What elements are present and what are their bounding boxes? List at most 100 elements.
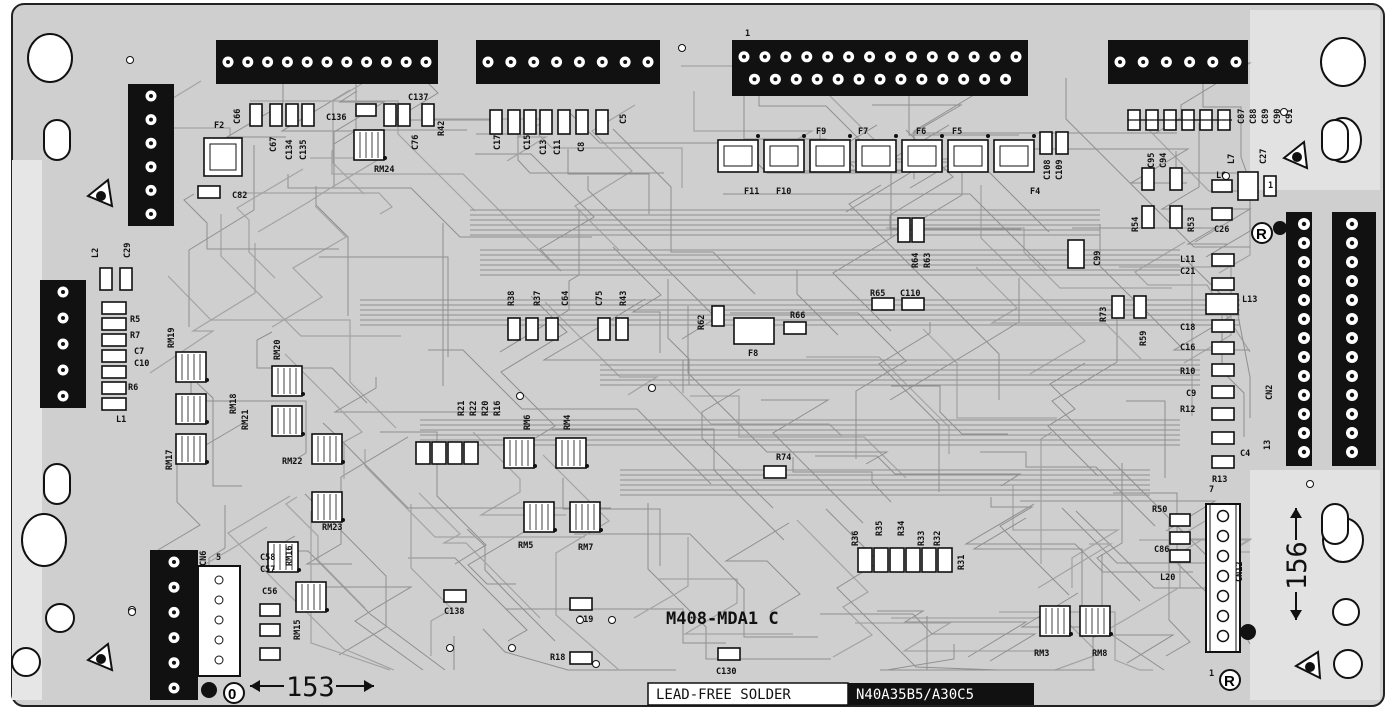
c76-cap [397,103,411,127]
footer-left-text: LEAD-FREE SOLDER [656,687,791,703]
pin1-dot [894,134,898,138]
r3x-res-4 [921,547,937,573]
pin1-dot [1069,632,1073,636]
rm4-array [555,437,587,469]
rm23-array [311,491,343,523]
pin13-cn2: 13 [1263,440,1273,450]
svg-text:0: 0 [228,686,236,703]
trace [690,395,907,479]
rm3-array [1039,605,1071,637]
r53-res [1169,205,1183,229]
right-col-b-1 [1211,341,1235,355]
component-label-c57: C57 [260,565,275,575]
component-label-r65: R65 [870,289,885,299]
r74-res [763,465,787,479]
left-col-0 [101,301,127,315]
component-label-rm24: RM24 [374,165,394,175]
r3x-res-1 [873,547,889,573]
component-label-l6: L6 [1216,171,1226,181]
mid-row-a-2 [545,317,559,341]
l20-ind [1169,549,1191,563]
component-label-c90: C90 [1273,109,1283,124]
trace [1165,518,1191,657]
trace [542,454,620,671]
trace [1202,65,1251,183]
dim-bottom-value: 153 [286,672,335,703]
component-label-c136: C136 [326,113,346,123]
component-label-c18: C18 [1180,323,1195,333]
l7-inductor [1237,171,1259,201]
trace [1020,500,1217,532]
trace [183,193,339,250]
trace [333,377,501,413]
component-label-rm17: RM17 [165,450,175,470]
component-label-rm21: RM21 [241,410,251,430]
trace [667,279,690,385]
component-label-c108: C108 [1043,160,1053,180]
pin1-dot [205,420,209,424]
trace [825,508,999,671]
connector-left-1 [128,84,174,226]
mounting-hole-br3 [1333,649,1363,679]
component-label-c26: C26 [1214,225,1229,235]
trace [612,246,662,353]
r2x-res-2 [447,441,463,465]
component-label-c15: C15 [523,135,533,150]
left-col-3 [101,349,127,363]
left-col-1 [101,317,127,331]
component-label-r32: R32 [933,531,943,546]
component-label-c17: C17 [493,135,503,150]
left-col-5 [101,381,127,395]
r3x-res-0 [857,547,873,573]
mid-row-a-1 [525,317,539,341]
trace [227,495,395,671]
c99-cap [1067,239,1085,269]
pin1-dot [533,464,537,468]
component-label-r53: R53 [1187,217,1197,232]
trace [1072,227,1227,245]
component-label-r10: R10 [1180,367,1195,377]
r2x-res-0 [415,441,431,465]
trace [285,496,366,609]
component-label-f5: F5 [952,127,962,137]
component-label-rm5: RM5 [518,541,533,551]
svg-text:R: R [1224,673,1235,690]
right-col-b-3 [1211,385,1235,399]
dim-right: 156 [1282,508,1313,620]
dim-bottom: 153 [250,672,374,703]
trace [999,611,1153,671]
c110-cap [901,297,925,311]
component-label-c88: C88 [1249,109,1259,124]
r2x-res-3 [463,441,479,465]
component-label-c89: C89 [1261,109,1271,124]
f8-fuse [733,317,775,345]
mid-row-b-0 [597,317,611,341]
trace [321,586,424,671]
edge-zone-left [12,160,42,700]
r2x-res-1 [431,441,447,465]
component-label-f9: F9 [816,127,826,137]
trace [792,457,892,503]
edge-zone-topright [1250,10,1380,190]
trace [724,522,801,613]
component-label-rm3: RM3 [1034,649,1049,659]
r65-res [871,297,895,311]
trace [196,382,242,487]
component-label-r66: R66 [790,311,805,321]
trace [466,528,556,642]
trace [820,613,1037,662]
via [592,660,600,668]
trace [408,557,528,642]
right-col-b-5 [1211,431,1235,445]
connector-cn6 [197,565,241,698]
component-label-l11: L11 [1180,255,1195,265]
trace [544,301,660,396]
trace [1065,78,1250,248]
component-label-c91: C91 [1285,109,1295,124]
oval-slots [43,119,1349,545]
trace [552,428,785,541]
component-label-r5: R5 [130,315,140,325]
marker-zero: 0 [223,682,245,704]
